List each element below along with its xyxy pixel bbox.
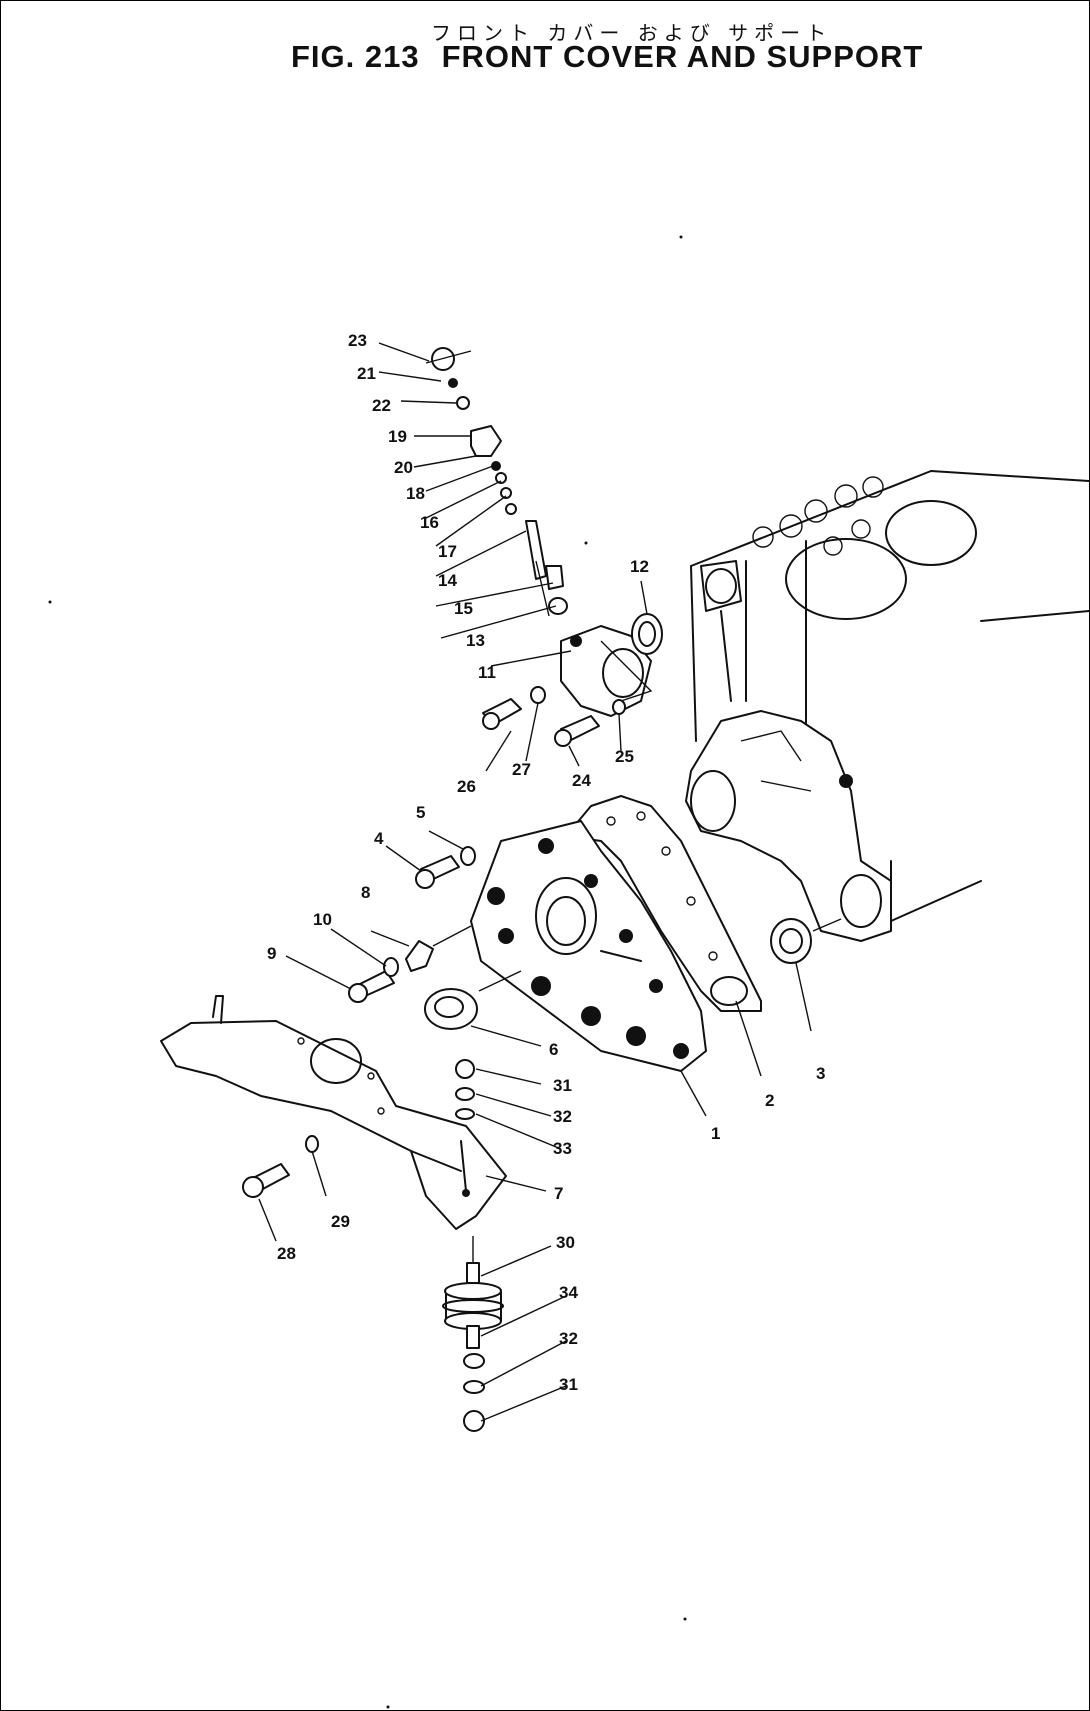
bolts-bracket [242,1135,319,1198]
callout-30: 30 [556,1233,575,1252]
callout-13: 13 [466,631,485,650]
callout-32-lower: 32 [559,1329,578,1348]
callout-34: 34 [559,1283,578,1302]
bolts-upper [482,640,653,747]
callout-25: 25 [615,747,634,766]
callout-7: 7 [554,1184,563,1203]
callout-8: 8 [361,883,370,902]
front-cover [470,820,707,1072]
callout-18: 18 [406,484,425,503]
figure-number: FIG. 213 [291,39,420,74]
seal-ring [631,613,663,655]
callout-1: 1 [711,1124,720,1143]
callout-6: 6 [549,1040,558,1059]
callout-17: 17 [438,542,457,561]
oil-seal [770,918,842,964]
drive-housing [560,625,652,717]
figure-title-text: FRONT COVER AND SUPPORT [441,39,924,74]
callouts: 23 21 22 19 20 18 16 17 14 15 13 12 11 2… [267,331,825,1394]
callout-2: 2 [765,1091,774,1110]
callout-32-upper: 32 [553,1107,572,1126]
callout-21: 21 [357,364,376,383]
front-cover-gasket [565,795,762,1012]
callout-31-upper: 31 [553,1076,572,1095]
parts-stack [425,347,568,617]
nut-stack-upper [455,1059,475,1120]
callout-28: 28 [277,1244,296,1263]
engine-block [690,470,1089,922]
nut-stack-lower [463,1353,485,1432]
callout-33: 33 [553,1139,572,1158]
callout-20: 20 [394,458,413,477]
support-bracket [160,995,507,1230]
callout-10: 10 [313,910,332,929]
leader-lines [258,342,812,1422]
figure-title-japanese: フロント カバー および サポート [431,21,833,45]
callout-14: 14 [438,571,457,590]
callout-27: 27 [512,760,531,779]
callout-12: 12 [630,557,649,576]
callout-26: 26 [457,777,476,796]
callout-24: 24 [572,771,591,790]
callout-19: 19 [388,427,407,446]
callout-15: 15 [454,599,473,618]
callout-23: 23 [348,331,367,350]
callout-31-lower: 31 [559,1375,578,1394]
figure-title: FIG. 213 FRONT COVER AND SUPPORT [291,39,945,75]
callout-5: 5 [416,803,425,822]
callout-29: 29 [331,1212,350,1231]
bolts-cover [348,846,476,1003]
callout-11: 11 [478,663,496,682]
callout-3: 3 [816,1064,825,1083]
roller [424,970,522,1030]
callout-16: 16 [420,513,439,532]
callout-4: 4 [374,829,384,848]
callout-22: 22 [372,396,391,415]
rubber-mount [442,1236,504,1349]
timing-gear-case [685,710,892,942]
callout-9: 9 [267,944,276,963]
scan-specks [48,235,687,1709]
